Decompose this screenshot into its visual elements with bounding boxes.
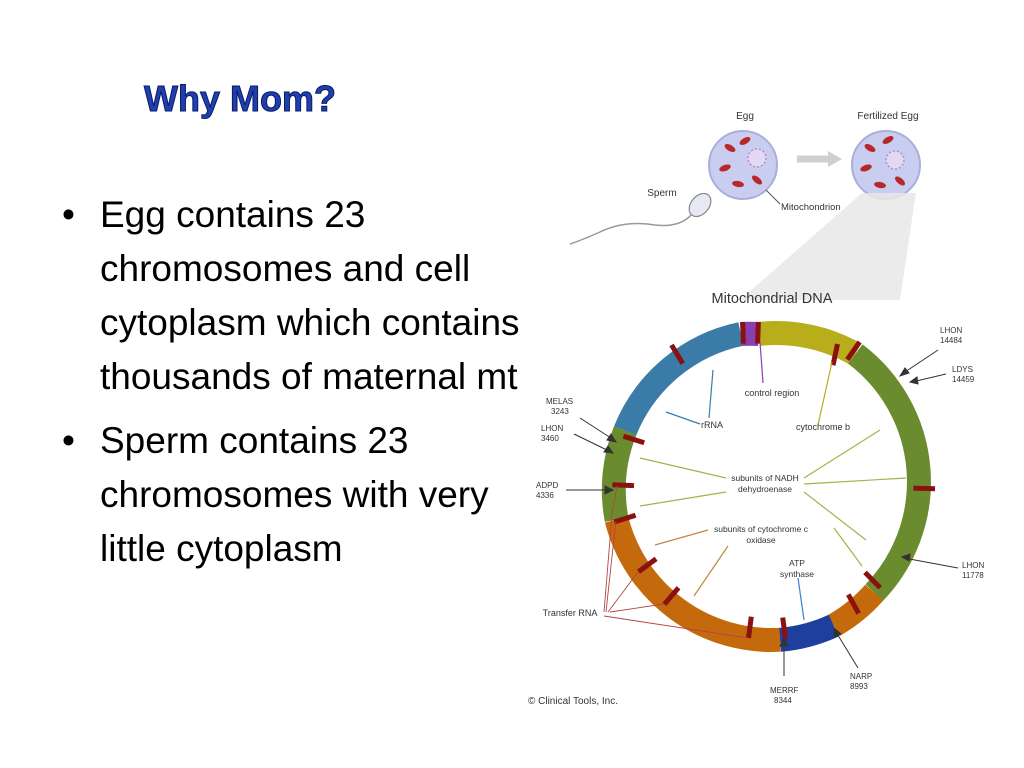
mut-narp-pos: 8993	[850, 682, 868, 691]
egg-label: Egg	[736, 111, 754, 122]
ring-segment-nadh-left	[601, 426, 637, 522]
label-cytochrome-b: cytochrome b	[796, 422, 850, 432]
slide-title-text: Why Mom?	[144, 78, 336, 119]
mut-lhon-14484-name: LHON	[940, 326, 962, 335]
label-transfer-rna: Transfer RNA	[543, 608, 598, 618]
label-nadh-1: subunits of NADH	[731, 473, 799, 483]
sperm-cell	[569, 192, 712, 245]
ring-segment-cytb	[757, 321, 862, 365]
mtdna-title: Mitochondrial DNA	[712, 291, 833, 307]
bullet-text-sperm: Sperm contains 23 chromosomes with very …	[100, 420, 489, 569]
mut-merrf-pos: 8344	[774, 696, 792, 705]
copyright-notice: © Clinical Tools, Inc.	[528, 696, 618, 707]
bullet-text-egg: Egg contains 23 chromosomes and cell cyt…	[100, 194, 520, 397]
label-rrna: rRNA	[701, 420, 723, 430]
bullet-glyph: •	[62, 420, 75, 461]
slide-title: Why Mom?	[144, 78, 337, 120]
sperm-label: Sperm	[647, 188, 676, 199]
mtdna-ring	[601, 321, 931, 653]
label-cox-1: subunits of cytochrome c	[714, 524, 809, 534]
bullet-glyph: •	[62, 194, 75, 235]
zoom-wedge	[740, 193, 916, 300]
bullet-item: • Sperm contains 23 chromosomes with very…	[60, 414, 530, 576]
transfer-rna-lines	[603, 485, 749, 639]
region-labels: control region rRNA cytochrome b subunit…	[543, 388, 850, 618]
mitochondrion-leader	[765, 189, 781, 205]
ring-segment-nadh-right	[847, 344, 931, 602]
mut-melas-pos: 3243	[551, 407, 569, 416]
mut-ldys-pos: 14459	[952, 375, 975, 384]
mitochondrion-label: Mitochondrion	[781, 202, 841, 213]
fertilized-egg-cell	[851, 130, 921, 200]
mut-adpd-name: ADPD	[536, 481, 558, 490]
egg-cell	[708, 130, 778, 200]
label-atp-1: ATP	[789, 558, 805, 568]
bullet-list: • Egg contains 23 chromosomes and cell cy…	[60, 188, 530, 586]
mut-lhon-14484-pos: 14484	[940, 336, 963, 345]
mut-lhon-11778-pos: 11778	[962, 571, 984, 580]
ring-segment-rrna	[614, 322, 744, 436]
mut-ldys-name: LDYS	[952, 365, 973, 374]
mut-lhon-11778-name: LHON	[962, 561, 984, 570]
bullet-item: • Egg contains 23 chromosomes and cell cy…	[60, 188, 530, 404]
label-atp-2: synthase	[780, 569, 814, 579]
mut-adpd-pos: 4336	[536, 491, 554, 500]
label-control-region: control region	[745, 388, 800, 398]
transition-arrow-head	[828, 151, 842, 167]
mtdna-diagram: Egg Fertilized Egg Sperm Mitochondrion M…	[528, 111, 984, 707]
trna-markers	[612, 321, 936, 640]
mut-lhon-3460-pos: 3460	[541, 434, 559, 443]
ring-segment-atp-synthase	[778, 614, 839, 652]
ring-segment-cox	[604, 516, 781, 653]
mutation-callouts	[566, 349, 959, 676]
mut-merrf-name: MERRF	[770, 686, 799, 695]
fertilized-egg-label: Fertilized Egg	[857, 111, 918, 122]
region-leader-lines	[639, 341, 907, 621]
mut-melas-name: MELAS	[546, 397, 573, 406]
label-cox-2: oxidase	[746, 535, 776, 545]
label-nadh-2: dehydroenase	[738, 484, 792, 494]
mutation-labels: LHON 14484 LDYS 14459 MELAS 3243 LHON 34…	[536, 326, 984, 705]
mut-narp-name: NARP	[850, 672, 872, 681]
mut-lhon-3460-name: LHON	[541, 424, 563, 433]
